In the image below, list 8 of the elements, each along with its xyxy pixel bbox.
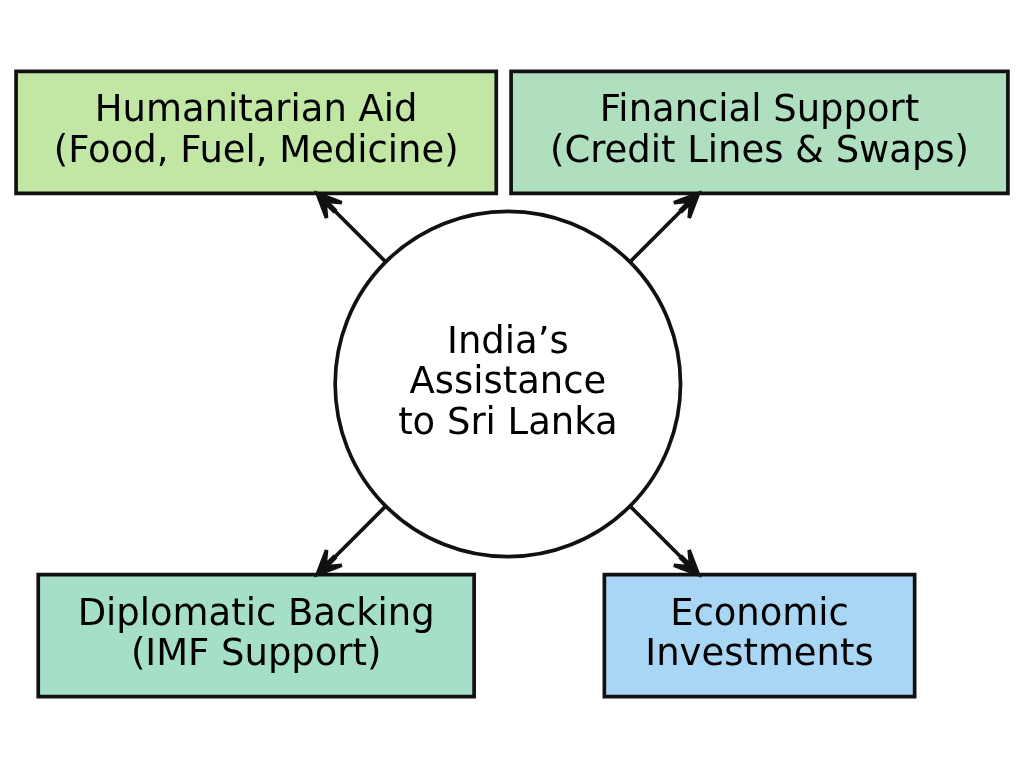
node-box: Economic Investments xyxy=(602,572,917,699)
node-box: Diplomatic Backing (IMF Support) xyxy=(36,572,476,699)
arrow xyxy=(315,504,387,577)
node-box: Humanitarian Aid (Food, Fuel, Medicine) xyxy=(14,69,499,196)
node-box: Financial Support (Credit Lines & Swaps) xyxy=(509,69,1010,196)
arrow xyxy=(315,191,387,264)
arrow xyxy=(628,504,701,577)
arrow xyxy=(628,191,701,264)
